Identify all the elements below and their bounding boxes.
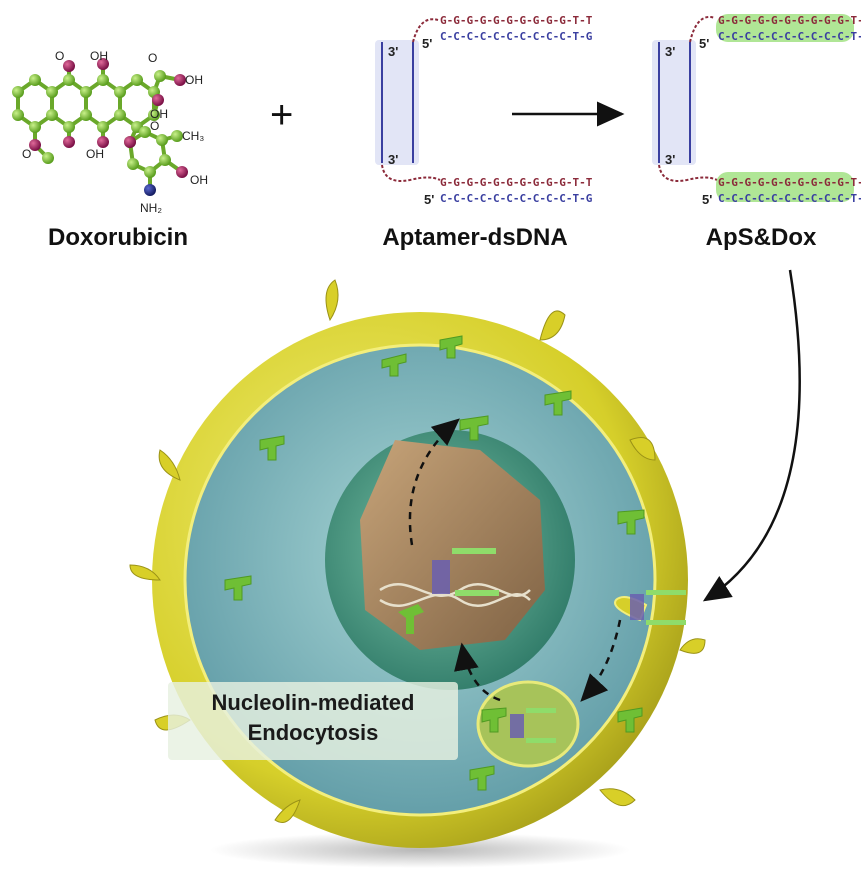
aps-dox-in-nucleus (432, 548, 499, 596)
aptamer-5prime-top: 5' (422, 36, 432, 51)
aps-dox-in-endosome (510, 708, 556, 743)
aps-dox-label: ApS&Dox (705, 224, 817, 251)
endocytosis-label-line2: Endocytosis (247, 720, 379, 745)
oxygen-label-2: O (148, 51, 157, 65)
aps-dox-binding-membrane (630, 590, 686, 625)
aps-5prime-top: 5' (699, 36, 709, 51)
aptamer-3prime-bottom: 3' (388, 152, 398, 167)
hydroxyl-label-1: OH (90, 49, 108, 63)
internalization-arrow (580, 619, 622, 702)
aptamer-bottom-loop (381, 164, 441, 182)
cell (129, 279, 706, 848)
aps-top-loop (689, 16, 716, 43)
aptamer-c-strand-top: C-C-C-C-C-C-C-C-C-C-T-G (440, 30, 593, 43)
aps-c-strand-top: C-C-C-C-C-C-C-C-C-C-T-G (718, 30, 861, 43)
hydroxyl-label-2: OH (185, 73, 203, 87)
aptamer-dsdna-structure: 3' 5' G-G-G-G-G-G-G-G-G-G-T-T C-C-C-C-C-… (375, 14, 593, 207)
membrane-protrusions (129, 279, 706, 823)
aptamer-top-loop (412, 18, 439, 43)
methyl-label: CH₃ (182, 129, 204, 143)
hydroxyl-label-5: OH (190, 173, 208, 187)
aptamer-c-strand-bottom: C-C-C-C-C-C-C-C-C-C-T-G (440, 192, 593, 205)
aps-3prime-top: 3' (665, 44, 675, 59)
aptamer-stem (375, 40, 419, 165)
endocytosis-label-line1: Nucleolin-mediated (211, 690, 415, 715)
endosome-to-nucleus-arrow (454, 642, 501, 702)
nucleolin-receptor-nucleus (398, 604, 424, 634)
doxorubicin-label: Doxorubicin (47, 224, 188, 251)
aptamer-5prime-bottom: 5' (424, 192, 434, 207)
endocytosis-label-box: Nucleolin-mediated Endocytosis (168, 682, 458, 760)
aptamer-3prime-top: 3' (388, 44, 398, 59)
delivery-arrow (702, 269, 801, 602)
plus-sign: + (270, 93, 293, 137)
doxorubicin-atoms (12, 58, 188, 196)
oxygen-label-4: O (150, 119, 159, 133)
endosome (476, 680, 580, 768)
oxygen-label-1: O (55, 49, 64, 63)
surface-receptors (224, 335, 645, 791)
doxorubicin-molecule: O OH O OH OH O OH O CH₃ OH NH₂ (12, 49, 208, 215)
dox-loaded-region-bottom (716, 172, 854, 202)
aps-5prime-bottom: 5' (702, 192, 712, 207)
aps-dox-structure: 3' 5' G-G-G-G-G-G-G-G-G-G-T-T C-C-C-C-C-… (652, 14, 861, 207)
hydroxyl-label-3: OH (150, 107, 168, 121)
aps-c-strand-bottom: C-C-C-C-C-C-C-C-C-C-T-G (718, 192, 861, 205)
hydroxyl-label-4: OH (86, 147, 104, 161)
oxygen-label-3: O (22, 147, 31, 161)
aptamer-g-strand-bottom: G-G-G-G-G-G-G-G-G-G-T-T (440, 176, 593, 189)
cell-shadow (210, 832, 630, 868)
nucleus-interior (360, 440, 545, 650)
doxorubicin-atom-labels: O OH O OH OH O OH O CH₃ OH NH₂ (22, 49, 208, 215)
aptamer-dsdna-label: Aptamer-dsDNA (382, 224, 568, 251)
aps-3prime-bottom: 3' (665, 152, 675, 167)
amine-label: NH₂ (140, 201, 162, 215)
aps-g-strand-bottom: G-G-G-G-G-G-G-G-G-G-T-T (718, 176, 861, 189)
dox-loaded-region-top (716, 14, 854, 42)
aps-bottom-loop (658, 164, 718, 182)
nucleus-to-surface-arrow (408, 418, 460, 546)
aptamer-g-strand-top: G-G-G-G-G-G-G-G-G-G-T-T (440, 14, 593, 27)
aps-g-strand-top: G-G-G-G-G-G-G-G-G-G-T-T (718, 14, 861, 27)
membrane-inner-edge (183, 343, 657, 817)
